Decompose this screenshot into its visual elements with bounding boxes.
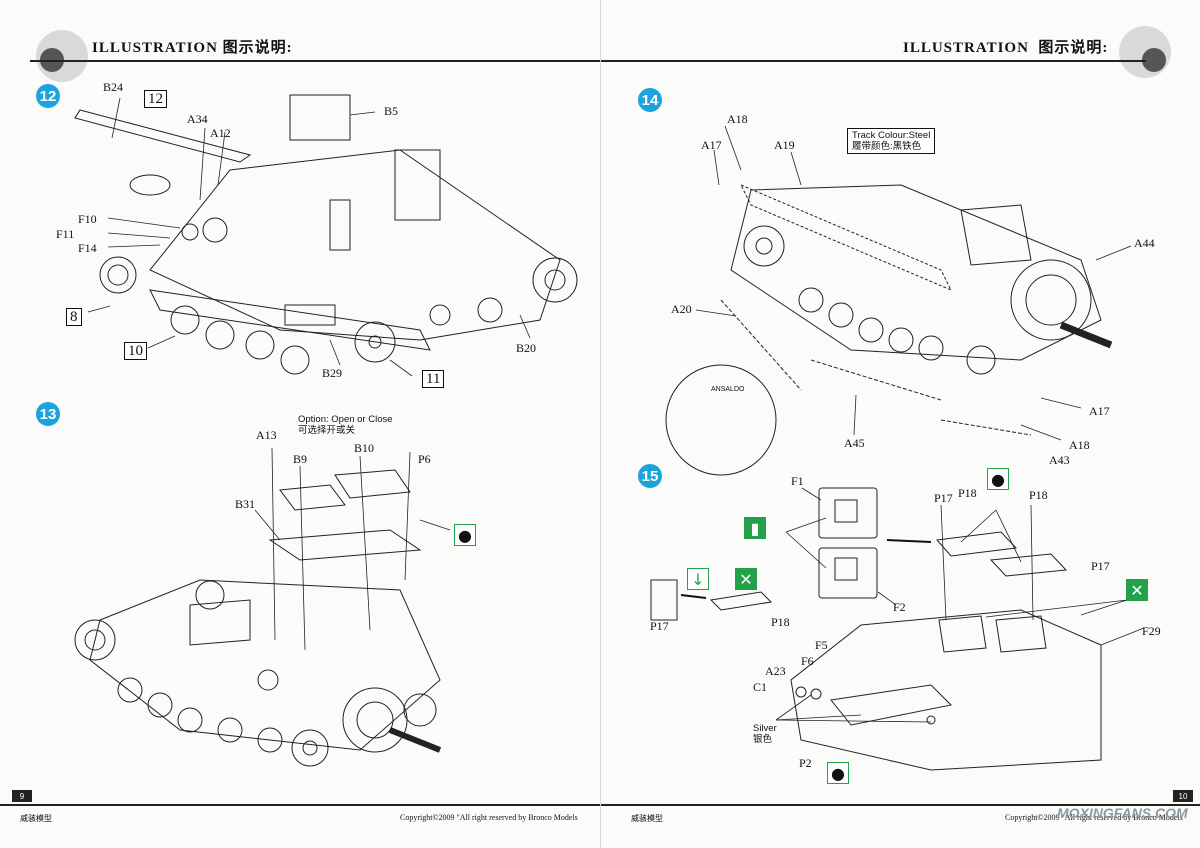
- left-page: ILLUSTRATION 图示说明: 12 B: [0, 0, 601, 848]
- watermark: MOXINGFANS.COM: [1057, 805, 1188, 821]
- step-badge-13: 13: [36, 402, 60, 426]
- label-f29: F29: [1142, 624, 1161, 638]
- label-b20: B20: [516, 341, 537, 355]
- copyright-left: Copyright©2009 "All right reserved by Br…: [400, 813, 578, 822]
- label-b9: B9: [293, 452, 308, 466]
- label-f1: F1: [791, 474, 804, 488]
- label-b29: B29: [322, 366, 343, 380]
- label-a20: A20: [671, 302, 692, 316]
- label-a17-top: A17: [701, 138, 722, 152]
- label-f2: F2: [893, 600, 906, 614]
- label-p17-b: P17: [1091, 559, 1110, 573]
- step-badge-12: 12: [36, 84, 60, 108]
- callout-12: 12: [144, 90, 167, 108]
- paint-icon: ▮: [744, 517, 766, 539]
- label-a12: A12: [210, 126, 231, 140]
- footer-rule-right: [601, 804, 1200, 806]
- label-a34: A34: [187, 112, 208, 126]
- step-15-drawing: [650, 487, 1145, 771]
- label-b24: B24: [103, 80, 124, 94]
- label-a45: A45: [844, 436, 865, 450]
- cut-icon: ✕: [735, 568, 757, 590]
- page-number-right: 10: [1173, 790, 1193, 802]
- callout-10: 10: [124, 342, 147, 360]
- label-f6: F6: [801, 654, 814, 668]
- label-f11: F11: [56, 227, 75, 241]
- cut-icon-right: ✕: [1126, 579, 1148, 601]
- page-number-left: 9: [12, 790, 32, 802]
- label-f10: F10: [78, 212, 97, 226]
- label-b10: B10: [354, 441, 375, 455]
- label-a17-bottom: A17: [1089, 404, 1110, 418]
- cement-icon: ●: [454, 524, 476, 546]
- page-header-left: ILLUSTRATION 图示说明:: [92, 40, 293, 56]
- label-p17-left: P17: [650, 619, 669, 633]
- label-f14: F14: [78, 241, 97, 255]
- callout-11: 11: [422, 370, 445, 388]
- label-p6: P6: [418, 452, 431, 466]
- brand-left: 威骇模型: [20, 814, 52, 823]
- label-b31: B31: [235, 497, 256, 511]
- track-brand-text: ANSALDO: [711, 386, 745, 393]
- label-a23: A23: [765, 664, 786, 678]
- label-b5: B5: [384, 104, 399, 118]
- step-14-drawing: [665, 125, 1132, 476]
- right-page: ILLUSTRATION 图示说明: 14 Track Colour:Steel…: [601, 0, 1200, 848]
- label-p2: P2: [799, 756, 812, 770]
- label-p18-b: P18: [1029, 488, 1048, 502]
- step-badge-15: 15: [638, 464, 662, 488]
- brand-right: 威骇模型: [631, 814, 663, 823]
- label-a13: A13: [256, 428, 277, 442]
- decorative-circle-dark-right: [1142, 48, 1166, 72]
- label-f5: F5: [815, 638, 828, 652]
- footer-rule-left: [0, 804, 600, 806]
- step-badge-14: 14: [638, 88, 662, 112]
- label-a44: A44: [1134, 236, 1155, 250]
- remove-icon: ↓: [687, 568, 709, 590]
- page-header-right: ILLUSTRATION 图示说明:: [903, 40, 1109, 56]
- label-p18-left: P18: [771, 615, 790, 629]
- label-c1: C1: [753, 680, 768, 694]
- header-rule-right: [601, 60, 1146, 62]
- cement-icon-p2: ●: [827, 762, 849, 784]
- label-p17-a: P17: [934, 491, 953, 505]
- label-a19: A19: [774, 138, 795, 152]
- header-rule: [30, 60, 600, 62]
- label-a43: A43: [1049, 453, 1070, 467]
- label-a18-top: A18: [727, 112, 748, 126]
- callout-8: 8: [66, 308, 82, 326]
- copyright-right: Copyright©2009 "All right reserved by Br…: [1005, 813, 1183, 822]
- label-p18-a: P18: [958, 486, 977, 500]
- step-12-drawing: [74, 94, 578, 377]
- label-a18-bottom: A18: [1069, 438, 1090, 452]
- step-13-drawing: [74, 447, 451, 767]
- cement-icon-15: ●: [987, 468, 1009, 490]
